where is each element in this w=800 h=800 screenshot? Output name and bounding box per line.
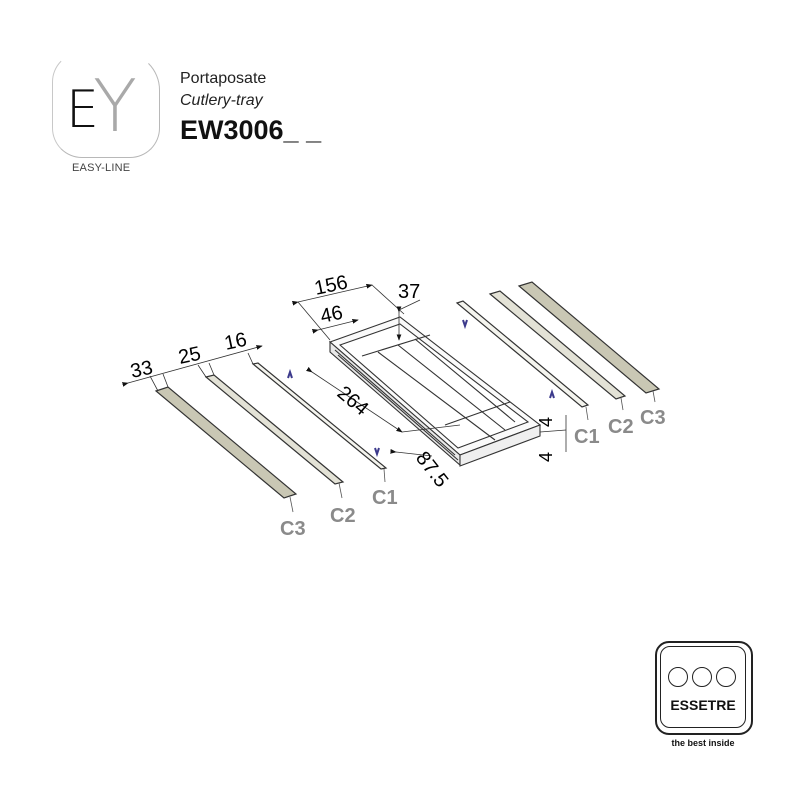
strip-c1-right [455, 300, 590, 408]
direction-arrow-icon [374, 447, 380, 458]
essetre-logo-inner [660, 646, 746, 728]
dim-c3-width: 33 [128, 357, 154, 383]
dim-rail-gap-bottom: 4 [536, 452, 556, 462]
direction-arrow-icon [549, 388, 555, 399]
brand-tagline: the best inside [671, 738, 735, 748]
label-c2-right: C2 [608, 416, 634, 438]
dim-rail-gap-top: 4 [536, 417, 556, 427]
circle-icon [668, 667, 688, 687]
title-english: Cutlery-tray [180, 92, 263, 109]
essetre-logo [655, 641, 753, 735]
circle-icon [692, 667, 712, 687]
dim-length: 264 [333, 382, 373, 420]
easy-line-logo-frame [52, 52, 160, 158]
strip-c3-right [517, 281, 661, 394]
label-c3-right: C3 [640, 407, 666, 429]
logo-letter-e: E [66, 80, 99, 140]
strip-c3-left [154, 386, 298, 499]
logo-letter-y: Y [93, 64, 137, 148]
direction-arrow-icon [287, 368, 293, 379]
strip-c2-right [488, 290, 627, 400]
label-c1-right: C1 [574, 426, 600, 448]
dim-overall-width: 156 [312, 271, 349, 299]
brand-name: ESSETRE [670, 697, 736, 713]
logo-caption: EASY-LINE [72, 162, 131, 174]
dim-c1-width: 16 [222, 329, 248, 355]
label-c1-left: C1 [372, 487, 398, 509]
dim-height: 37 [398, 281, 420, 303]
title-italian: Portaposate [180, 70, 267, 87]
direction-arrow-icon [462, 319, 468, 330]
circle-icon [716, 667, 736, 687]
dim-compartment-width: 46 [318, 302, 344, 328]
strip-c2-left [204, 374, 345, 485]
product-code: EW3006_ _ [180, 115, 322, 145]
label-c3-left: C3 [280, 518, 306, 540]
dim-c2-width: 25 [176, 343, 202, 369]
label-c2-left: C2 [330, 505, 356, 527]
